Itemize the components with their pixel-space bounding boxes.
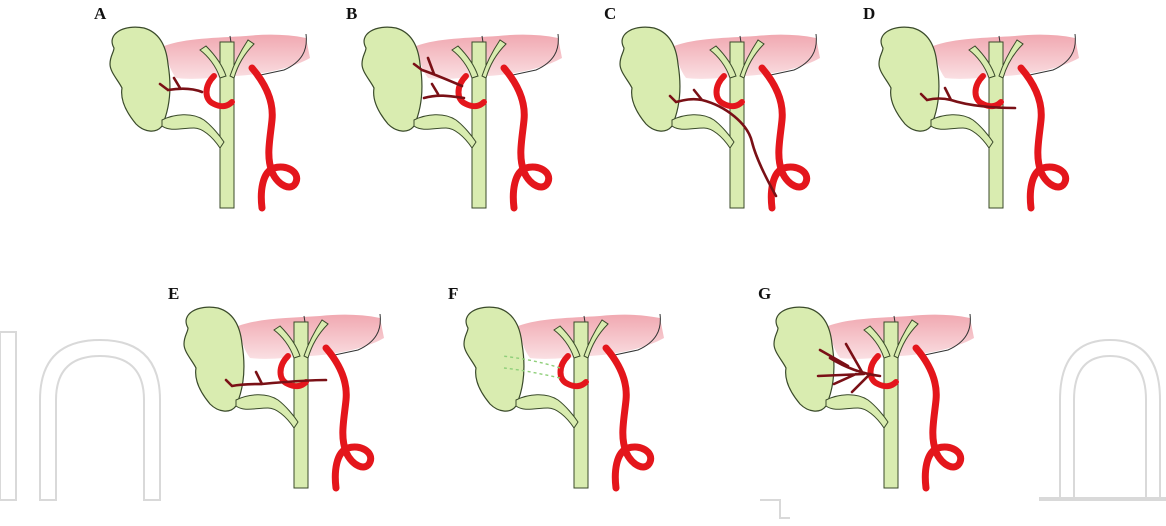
- gallbladder: [620, 27, 680, 131]
- gallbladder: [879, 27, 939, 131]
- hepatic-artery: [1021, 68, 1066, 208]
- anatomy-diagram: [865, 8, 1095, 208]
- cystic-duct: [236, 395, 298, 428]
- panel-c: C: [606, 8, 836, 208]
- anatomy-diagram: [606, 8, 836, 208]
- cystic-duct: [414, 115, 476, 148]
- anatomy-diagram: [348, 8, 578, 208]
- hepatic-artery: [762, 68, 807, 208]
- liver-shape: [416, 35, 562, 79]
- hepatic-artery: [504, 68, 549, 208]
- hepatic-artery: [606, 348, 651, 488]
- panel-g: G: [760, 288, 990, 488]
- panel-f: F: [450, 288, 680, 488]
- cystic-duct: [516, 395, 578, 428]
- anatomy-diagram: [760, 288, 990, 488]
- liver-shape: [674, 35, 820, 79]
- cystic-duct: [162, 115, 224, 148]
- panel-d: D: [865, 8, 1095, 208]
- cystic-duct: [931, 115, 993, 148]
- hepatic-artery: [252, 68, 297, 208]
- hepatic-artery: [326, 348, 371, 488]
- anatomy-diagram: [170, 288, 400, 488]
- cystic-duct: [826, 395, 888, 428]
- panel-b: B: [348, 8, 578, 208]
- panel-a: A: [96, 8, 326, 208]
- liver-shape: [238, 315, 384, 359]
- gallbladder: [774, 307, 834, 411]
- panel-e: E: [170, 288, 400, 488]
- cystic-duct: [672, 115, 734, 148]
- hepatic-artery: [916, 348, 961, 488]
- liver-shape: [933, 35, 1079, 79]
- gallbladder: [184, 307, 244, 411]
- gallbladder: [362, 27, 422, 131]
- gallbladder: [110, 27, 170, 131]
- gallbladder: [464, 307, 524, 411]
- anatomy-diagram: [450, 288, 680, 488]
- liver-shape: [518, 315, 664, 359]
- anatomy-diagram: [96, 8, 326, 208]
- liver-shape: [164, 35, 310, 79]
